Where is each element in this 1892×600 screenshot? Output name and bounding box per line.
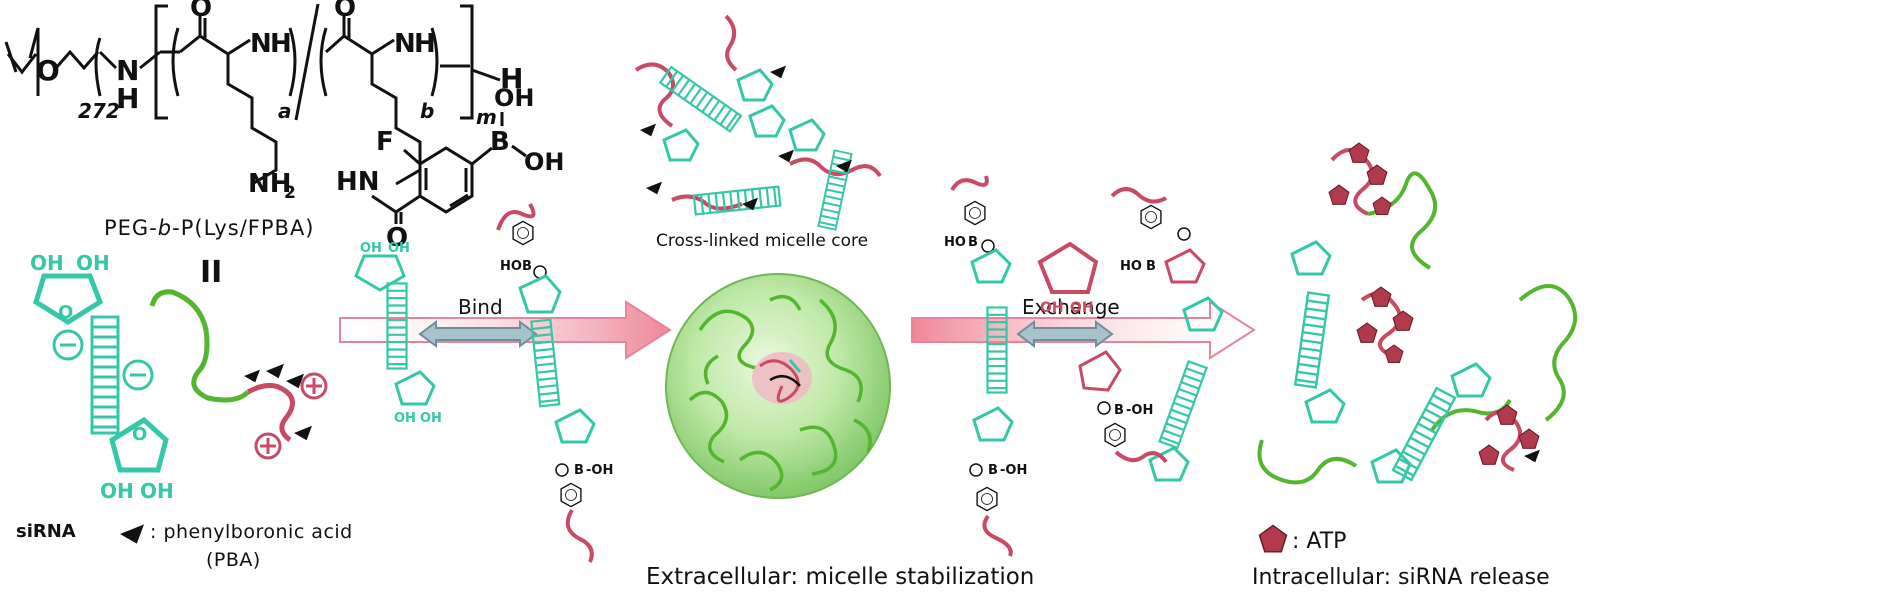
- equals-symbol: II: [200, 255, 222, 290]
- subscript-b: b: [420, 99, 434, 123]
- amine-subscript: 2: [284, 183, 296, 203]
- svg-text:B: B: [988, 463, 998, 478]
- sirna-pba-complex: HO B B -OH: [496, 203, 613, 563]
- svg-text:-OH: -OH: [1126, 403, 1153, 418]
- crosslinked-network: [634, 14, 882, 231]
- amide-hn: HN: [336, 167, 380, 197]
- crosslinked-label: Cross-linked micelle core: [656, 231, 868, 251]
- svg-text:OH: OH: [100, 479, 134, 503]
- bind-label: Bind: [458, 295, 503, 319]
- cationic-polymer: [149, 289, 328, 460]
- released-polymer-top: [1328, 142, 1438, 270]
- pba-atp-complex-bottom: B -OH: [1078, 350, 1168, 464]
- intracellular-label: Intracellular: siRNA release: [1252, 565, 1550, 590]
- amide-nitrogen-b: N: [394, 29, 416, 59]
- svg-text:B: B: [1114, 403, 1124, 418]
- amine-group: NH: [248, 169, 292, 199]
- svg-text:OH: OH: [1070, 300, 1094, 316]
- micelle: [665, 273, 891, 499]
- free-ribose: OH OH: [1037, 241, 1099, 316]
- fluorine-atom: F: [376, 127, 394, 157]
- svg-text:OH: OH: [394, 411, 416, 426]
- svg-text:-OH: -OH: [586, 463, 613, 478]
- bind-exchange-arrow: [418, 320, 538, 348]
- sirna-label: siRNA: [16, 521, 76, 542]
- bound-sirna-complex: HO B B -OH: [944, 175, 1027, 557]
- svg-text:B: B: [522, 259, 532, 274]
- svg-text:OH: OH: [76, 251, 110, 275]
- ether-oxygen: O: [36, 54, 60, 87]
- exchange-label: Exchange: [1022, 295, 1120, 319]
- pba-atp-complex-top: HO B: [1110, 187, 1206, 284]
- exchange-double-arrow: [1016, 320, 1114, 348]
- peg-hydrogen: H: [116, 82, 139, 115]
- svg-text:OH: OH: [388, 241, 410, 256]
- svg-text:OH: OH: [140, 479, 174, 503]
- pba-abbrev: (PBA): [206, 549, 261, 571]
- cationic-charge-icon: [254, 432, 282, 460]
- sirna-released-mid: [1148, 296, 1224, 482]
- phenylboronic-acid-triangle-icon: [120, 524, 144, 544]
- amide-hydrogen-a: H: [270, 29, 292, 59]
- anionic-charge-icon: [122, 359, 154, 391]
- svg-text:B: B: [574, 463, 584, 478]
- amide-oxygen: O: [386, 223, 408, 253]
- amide-nitrogen-a: N: [250, 29, 272, 59]
- released-polymer-right: [1478, 404, 1540, 472]
- atp-label: : ATP: [1292, 529, 1346, 554]
- pba-label: : phenylboronic acid: [150, 521, 353, 543]
- carbonyl-oxygen-a: O: [190, 0, 212, 23]
- svg-text:B: B: [1146, 259, 1156, 274]
- sirna-molecule: OH OH O O OH OH: [30, 251, 174, 503]
- svg-text:OH: OH: [1040, 300, 1064, 316]
- polymer-name: PEG-b-P(Lys/FPBA): [104, 216, 315, 240]
- polymer-structure: O 272 N H O N H a NH 2 O N H: [4, 0, 565, 253]
- svg-text:O: O: [58, 302, 73, 323]
- svg-text:HO: HO: [944, 235, 966, 250]
- released-polymer-mid: [1356, 286, 1414, 363]
- terminal-hydrogen: H: [500, 62, 523, 95]
- released-sirna-bottom: [1370, 362, 1492, 484]
- extracellular-label: Extracellular: micelle stabilization: [646, 564, 1034, 590]
- svg-text:OH: OH: [30, 251, 64, 275]
- cationic-charge-icon: [300, 372, 328, 400]
- svg-text:HO: HO: [1120, 259, 1142, 274]
- peg-nitrogen: N: [116, 54, 139, 87]
- svg-text:O: O: [132, 424, 147, 445]
- boron-atom: B: [490, 127, 510, 157]
- subscript-m: m: [476, 105, 497, 129]
- sirna-free: OH OH OH OH: [354, 241, 442, 426]
- svg-text:OH: OH: [420, 411, 442, 426]
- hydroxyl-right: OH: [524, 148, 565, 176]
- subscript-a: a: [278, 99, 292, 123]
- peg-repeat-subscript: 272: [78, 99, 120, 123]
- carbonyl-oxygen-b: O: [334, 0, 356, 23]
- released-sirna-left: [1290, 240, 1346, 424]
- anionic-charge-icon: [52, 329, 84, 361]
- atp-pentagon-icon: [1258, 524, 1288, 553]
- svg-text:B: B: [968, 235, 978, 250]
- amide-hydrogen-b: H: [414, 29, 436, 59]
- svg-text:-OH: -OH: [1000, 463, 1027, 478]
- hydroxyl-top: OH: [494, 84, 535, 112]
- svg-text:HO: HO: [500, 259, 522, 274]
- svg-text:OH: OH: [360, 241, 382, 256]
